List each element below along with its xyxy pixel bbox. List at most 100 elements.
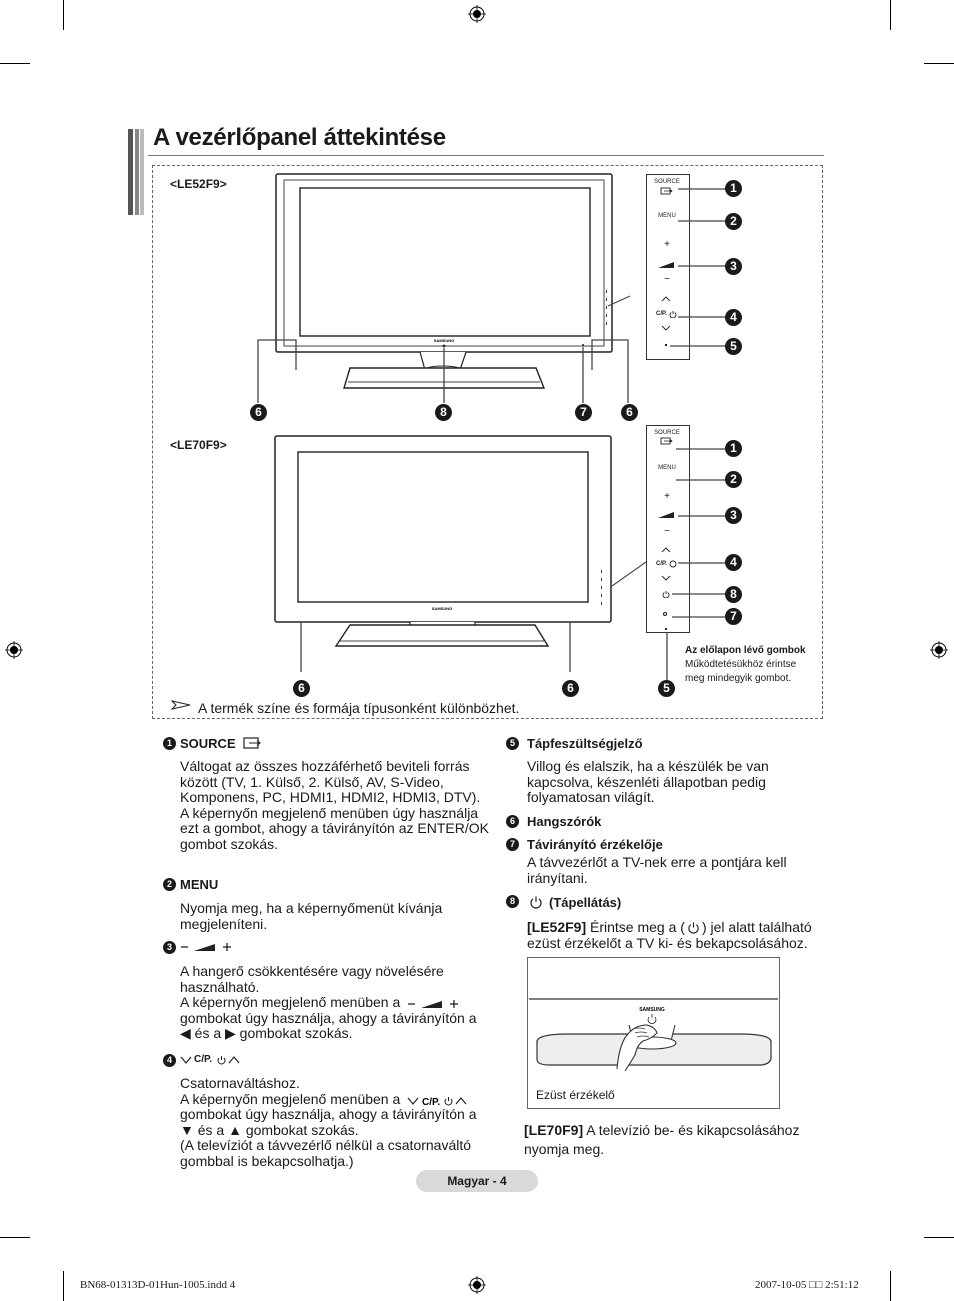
source-icon[interactable] — [660, 187, 674, 195]
callout-number: 1 — [725, 180, 742, 197]
callout-number: 8 — [725, 586, 742, 603]
text-line: Komponens, PC, HDMI1, HDMI2, HDMI3, DTV)… — [180, 789, 481, 805]
source-icon[interactable] — [660, 437, 674, 445]
source-label: SOURCE — [654, 179, 680, 185]
callout-number: 8 — [435, 404, 452, 421]
callout-number: 7 — [725, 608, 742, 625]
channel-up-icon[interactable] — [660, 295, 672, 302]
channel-up-icon[interactable] — [660, 546, 672, 553]
text-line: (A televíziót a távvezérlő nélkül a csat… — [180, 1137, 472, 1153]
item-heading-power-indicator: Tápfeszültségjelző — [527, 736, 643, 751]
title-rule — [148, 155, 824, 156]
text-line: gombot szokás. — [180, 835, 279, 852]
power-le52-model: [LE52F9] — [527, 919, 587, 935]
text-line: A képernyőn megjelenő menüben a — [180, 994, 401, 1010]
text-line: ezüst érzékelőt a TV ki- és bekapcsolásá… — [527, 934, 808, 951]
callout-number: 2 — [725, 471, 742, 488]
crop-mark — [63, 1271, 64, 1301]
item-body-source: Váltogat az összes hozzáférhető beviteli… — [180, 758, 489, 852]
power-indicator — [665, 344, 667, 346]
channel-power-icon[interactable] — [669, 560, 677, 568]
cp-label: C/P. — [656, 311, 667, 317]
crop-mark — [0, 63, 30, 64]
text-line: Villog és elalszik, ha a készülék be van — [527, 758, 769, 774]
model-label-le70: <LE70F9> — [170, 438, 227, 452]
power-le70-text: [LE70F9] A televízió be- és kikapcsolásá… — [524, 1121, 799, 1159]
text-line: Nyomja meg, ha a képernyőmenüt kívánja — [180, 900, 443, 916]
menu-label: MENU — [658, 213, 676, 219]
text-line: gombbal is bekapcsolhatja.) — [180, 1152, 354, 1169]
tv-le70-illustration: SAMSUNG — [274, 435, 647, 672]
channel-down-icon[interactable] — [660, 575, 672, 582]
title-accent-bar — [128, 129, 144, 215]
item-heading-menu: MENU — [180, 877, 219, 892]
sensor-caption: Ezüst érzékelő — [536, 1088, 615, 1102]
tv-brand-logo: SAMSUNG — [432, 606, 452, 611]
power-icon[interactable] — [662, 590, 670, 598]
power-icon[interactable] — [669, 310, 677, 318]
item-number: 1 — [163, 737, 176, 750]
text-line: ◀ és a ▶ gombokat szokás. — [180, 1025, 353, 1041]
channel-down-icon[interactable] — [660, 325, 672, 332]
item-heading-power: (Tápellátás) — [549, 895, 622, 910]
cp-label: C/P. — [656, 561, 667, 567]
callout-number: 4 — [725, 309, 742, 326]
crop-mark — [924, 1237, 954, 1238]
control-panel-le70 — [646, 425, 690, 633]
text-line: A távvezérlőt a TV-nek erre a pontjára k… — [527, 854, 787, 870]
registration-mark-icon — [930, 641, 948, 659]
channel-down-icon — [180, 1056, 192, 1064]
callout-lines-le52 — [670, 188, 726, 347]
power-channel-up-icon — [217, 1056, 240, 1065]
volume-plus-label[interactable]: + — [664, 239, 670, 250]
tv-brand-logo: SAMSUNG — [434, 338, 454, 343]
text-line: ) jel alatt található — [701, 919, 812, 935]
power-le52-text: [LE52F9] Érintse meg a ( ) jel alatt talá… — [527, 919, 812, 951]
tv-brand-logo: SAMSUNG — [639, 1007, 665, 1013]
file-meta: BN68-01313D-01Hun-1005.indd 4 — [80, 1279, 236, 1291]
power-le70-model: [LE70F9] — [524, 1122, 584, 1138]
item-number: 7 — [506, 838, 519, 851]
callout-number: 5 — [658, 680, 675, 697]
date-meta: 2007-10-05 □□ 2:51:12 — [755, 1279, 859, 1291]
text-line: folyamatosan világít. — [527, 789, 655, 805]
callout-number: 5 — [725, 338, 742, 355]
channel-icons-inline: C/P. — [407, 1097, 467, 1107]
front-note-bold: Az előlapon lévő gombok — [685, 645, 806, 656]
callout-number: 6 — [621, 404, 638, 421]
page-footer: Magyar - 4 — [416, 1170, 538, 1192]
callout-number: 6 — [250, 404, 267, 421]
item-body-power-indicator: Villog és elalszik, ha a készülék be van… — [527, 758, 769, 806]
item-heading-remote-sensor: Távirányító érzékelője — [527, 837, 663, 852]
item-number: 2 — [163, 878, 176, 891]
model-label-le52: <LE52F9> — [170, 177, 227, 191]
volume-icon — [181, 943, 231, 951]
svg-text:C/P.: C/P. — [422, 1097, 440, 1107]
front-note-line: Működtetésükhöz érintse — [685, 659, 797, 670]
callout-number: 7 — [575, 404, 592, 421]
volume-plus-label[interactable]: + — [664, 491, 670, 502]
text-line: A televízió be- és kikapcsolásához — [583, 1122, 800, 1138]
text-line: gombokat úgy használja, ahogy a távirány… — [180, 1009, 477, 1026]
source-icon — [243, 737, 261, 749]
power-indicator — [665, 628, 667, 630]
tv-le52-illustration: SAMSUNG — [257, 173, 630, 403]
callout-number: 6 — [562, 680, 579, 697]
item-heading-speakers: Hangszórók — [527, 814, 602, 829]
note-arrow-icon — [171, 700, 191, 710]
text-line: között (TV, 1. Külső, 2. Külső, AV, S-Vi… — [180, 773, 444, 790]
callout-number: 4 — [725, 554, 742, 571]
callout-number: 1 — [725, 440, 742, 457]
item-body-volume: A hangerő csökkentésére vagy növelésére … — [180, 963, 477, 1042]
volume-minus-label[interactable]: − — [664, 274, 670, 285]
volume-icon — [658, 262, 674, 268]
item-number: 5 — [506, 737, 519, 750]
volume-minus-label[interactable]: − — [664, 526, 670, 537]
callout-number: 6 — [293, 680, 310, 697]
text-line: használható. — [180, 978, 260, 995]
page-title: A vezérlőpanel áttekintése — [153, 124, 446, 151]
text-line: Érintse meg a ( — [586, 919, 685, 935]
menu-label: MENU — [658, 465, 676, 471]
crop-mark — [924, 63, 954, 64]
text-line: irányítani. — [527, 869, 588, 886]
